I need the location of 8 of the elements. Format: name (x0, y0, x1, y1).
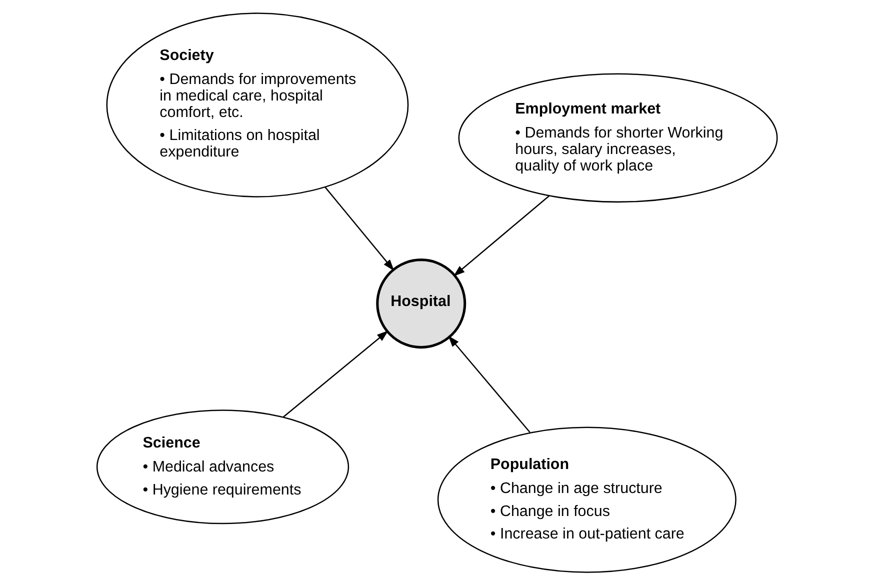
node-ellipse: Population • Change in age structure • Change in focus • Increase in out-patient care (436, 426, 736, 573)
node-ellipse: Employment market • Demands for shorter Working hours, salary increases, quality of work place (458, 73, 778, 203)
node-ellipse: Society • Demands for improvements in medical care, hospital comfort, etc. • Limitations on hospital expenditure (106, 12, 408, 198)
arrow (452, 195, 550, 276)
arrow (324, 186, 394, 271)
arrow (282, 330, 388, 418)
node-ellipse: Science • Medical advances • Hygiene requirements (96, 410, 349, 524)
arrow (448, 336, 530, 433)
